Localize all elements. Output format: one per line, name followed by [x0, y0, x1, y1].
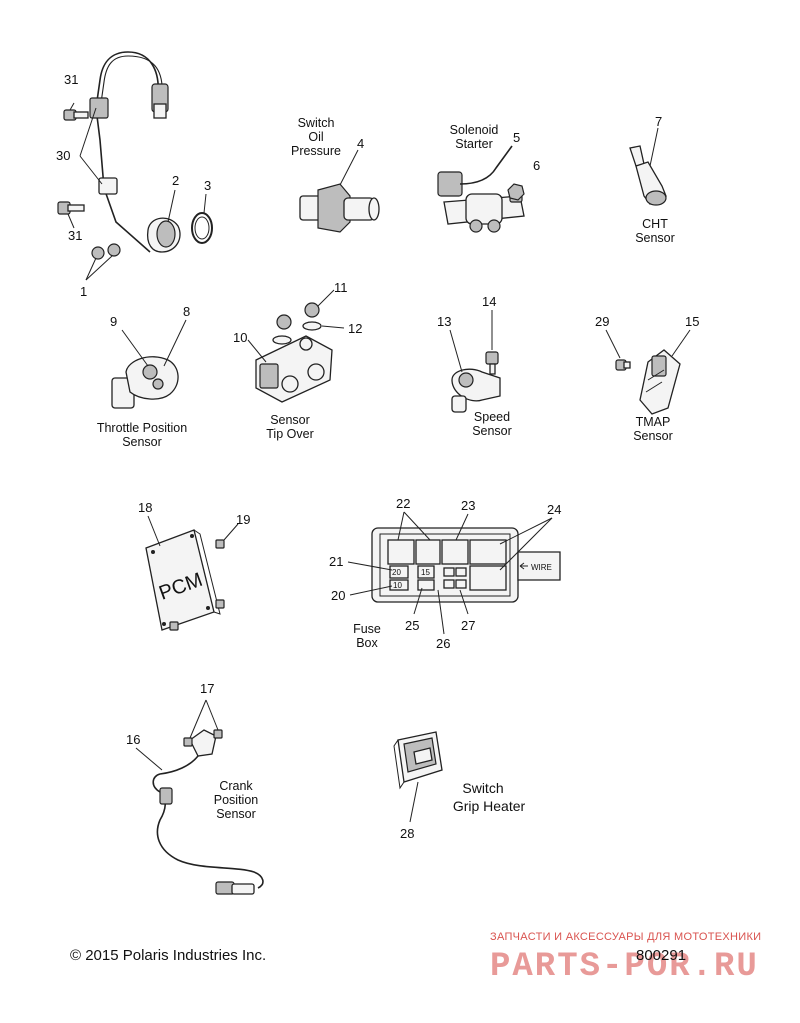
cht-sensor	[629, 127, 667, 206]
callout-8: 8	[183, 304, 190, 319]
speed-sensor	[449, 310, 501, 413]
caption-line: Sensor	[122, 435, 162, 449]
fuse-15-label: 15	[421, 568, 430, 577]
caption-line: Switch	[298, 116, 335, 130]
caption-line: Solenoid	[450, 123, 499, 137]
callout-9: 9	[110, 314, 117, 329]
caption-speed: Speed Sensor	[472, 410, 512, 438]
caption-line: CHT	[642, 217, 668, 231]
caption-line: Sensor	[635, 231, 675, 245]
callout-4: 4	[357, 136, 364, 151]
callout-31-bottom: 31	[68, 228, 82, 243]
callout-17: 17	[200, 681, 214, 696]
caption-line: Sensor	[472, 424, 512, 438]
callout-31-top: 31	[64, 72, 78, 87]
callout-25: 25	[405, 618, 419, 633]
fuse-10-label: 10	[393, 581, 402, 590]
crank-position-sensor	[135, 699, 264, 895]
wire-arrow-label: WIRE	[531, 563, 552, 572]
solenoid-starter	[437, 145, 525, 233]
throttle-position-sensor	[111, 319, 187, 409]
caption-solenoid: Solenoid Starter	[450, 123, 499, 151]
callout-2: 2	[172, 173, 179, 188]
callout-1: 1	[80, 284, 87, 299]
harness-assembly	[57, 51, 213, 281]
caption-line: Pressure	[291, 144, 341, 158]
callout-13: 13	[437, 314, 451, 329]
caption-tipover: Sensor Tip Over	[266, 413, 313, 441]
callout-19: 19	[236, 512, 250, 527]
caption-line: Sensor	[270, 413, 310, 427]
caption-line: Crank	[219, 779, 253, 793]
callout-3: 3	[204, 178, 211, 193]
callout-27: 27	[461, 618, 475, 633]
callout-15: 15	[685, 314, 699, 329]
caption-line: Grip Heater	[453, 798, 526, 814]
callout-24: 24	[547, 502, 561, 517]
callout-20: 20	[331, 588, 345, 603]
callout-21: 21	[329, 554, 343, 569]
callout-11: 11	[334, 280, 348, 295]
callout-26: 26	[436, 636, 450, 651]
caption-tmap: TMAP Sensor	[633, 415, 673, 443]
caption-line: TMAP	[636, 415, 671, 429]
caption-line: Position	[214, 793, 259, 807]
callout-28: 28	[400, 826, 414, 841]
callout-6: 6	[533, 158, 540, 173]
caption-fusebox: Fuse Box	[353, 622, 381, 650]
tip-over-sensor	[247, 289, 345, 403]
tmap-sensor	[605, 329, 691, 415]
caption-line: Sensor	[216, 807, 256, 821]
watermark-tagline: ЗАПЧАСТИ И АКСЕССУАРЫ ДЛЯ МОТОТЕХНИКИ	[490, 931, 761, 943]
caption-line: Switch	[462, 780, 503, 796]
caption-cht: CHT Sensor	[635, 217, 675, 245]
diagram-id: 800291	[636, 947, 686, 964]
caption-crank: Crank Position Sensor	[214, 779, 259, 821]
callout-22: 22	[396, 496, 410, 511]
copyright-text: © 2015 Polaris Industries Inc.	[70, 947, 266, 964]
callout-18: 18	[138, 500, 152, 515]
caption-line: Sensor	[633, 429, 673, 443]
caption-line: Box	[356, 636, 378, 650]
grip-heater-switch	[393, 731, 443, 823]
pcm-module: PCM	[145, 515, 239, 631]
callout-12: 12	[348, 321, 362, 336]
caption-line: Starter	[455, 137, 493, 151]
caption-line: Fuse	[353, 622, 381, 636]
watermark-brand: PARTS-POR.RU	[490, 948, 759, 986]
caption-oil-switch: Switch Oil Pressure	[291, 116, 341, 158]
caption-line: Speed	[474, 410, 510, 424]
callout-7: 7	[655, 114, 662, 129]
callout-10: 10	[233, 330, 247, 345]
callout-23: 23	[461, 498, 475, 513]
callout-5: 5	[513, 130, 520, 145]
callout-29: 29	[595, 314, 609, 329]
oil-pressure-switch	[299, 149, 380, 233]
caption-grip: Switch Grip Heater	[453, 780, 526, 814]
caption-line: Oil	[308, 130, 323, 144]
caption-throttle: Throttle Position Sensor	[97, 421, 187, 449]
fuse-box: 20 15 10 WIRE	[347, 511, 561, 635]
fuse-20-label: 20	[392, 568, 401, 577]
callout-16: 16	[126, 732, 140, 747]
caption-line: Tip Over	[266, 427, 313, 441]
callout-14: 14	[482, 294, 496, 309]
caption-line: Throttle Position	[97, 421, 187, 435]
callout-30: 30	[56, 148, 70, 163]
